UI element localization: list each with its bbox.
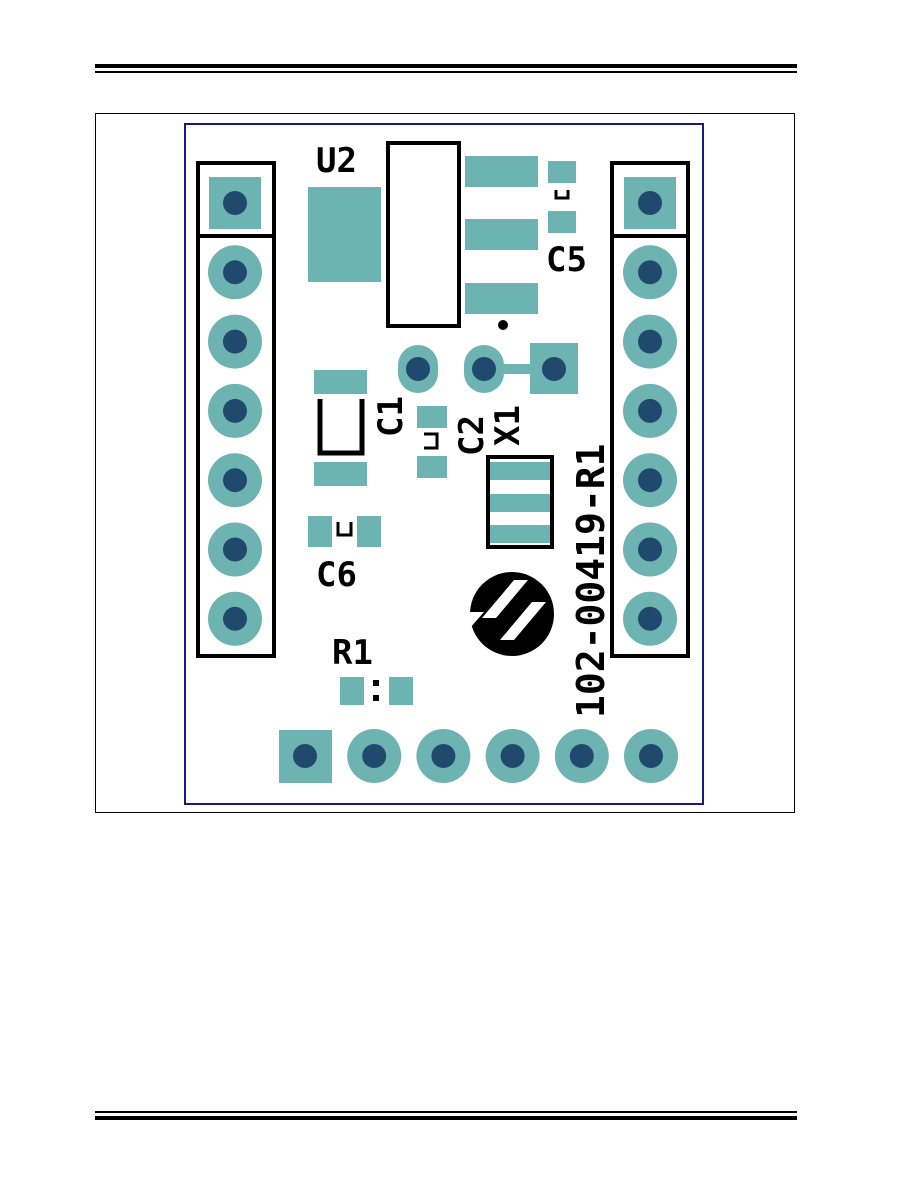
part-number-label: 102-00419-R1 <box>569 443 613 718</box>
c5-component: C5 <box>546 161 587 280</box>
c1-silk-bracket <box>317 399 365 456</box>
left-pin-4-drill <box>223 398 247 423</box>
bottom-rule-thin <box>95 1111 797 1113</box>
right-pin-1-drill <box>638 191 662 215</box>
bottom-header <box>279 729 678 783</box>
left-pin-5-drill <box>223 468 247 493</box>
right-pin-5-drill <box>638 468 662 493</box>
c2-component: C2 <box>417 406 492 478</box>
x1-smd: X1 <box>486 405 554 549</box>
bottom-pin-3-drill <box>431 744 456 768</box>
x1-drill-1 <box>406 357 430 381</box>
right-pin-2-drill <box>638 260 662 285</box>
bottom-pin-4-drill <box>500 744 525 768</box>
x1-through-hole <box>398 343 578 394</box>
c5-label: C5 <box>546 240 587 280</box>
left-pin-1-drill <box>223 191 247 215</box>
figure-frame <box>95 113 795 813</box>
left-header-outline <box>196 161 276 658</box>
bottom-pin-1-drill <box>293 744 317 768</box>
left-pin-3-drill <box>223 329 247 354</box>
right-header <box>610 161 690 658</box>
right-pin-7-drill <box>638 606 662 631</box>
right-pin-6-drill <box>638 537 662 562</box>
c1-component: C1 <box>314 370 411 486</box>
microchip-logo <box>470 572 554 656</box>
c2-label: C2 <box>452 415 492 456</box>
top-rule-thin <box>95 71 797 73</box>
x1-pad-2 <box>490 494 550 512</box>
r1-pad-right <box>389 677 413 705</box>
c6-pad-right <box>357 516 381 547</box>
u2-pad-1 <box>465 156 538 187</box>
x1-pad-1 <box>490 462 550 480</box>
c1-label: C1 <box>371 396 411 437</box>
left-pin-6-drill <box>223 537 247 562</box>
u2-body-outline <box>386 141 461 328</box>
x1-trace <box>496 364 540 374</box>
c6-component: C6 <box>308 516 381 595</box>
c6-pad-left <box>308 516 332 547</box>
r1-component: R1 <box>332 633 413 705</box>
r1-pad-left <box>340 677 364 705</box>
x1-drill-3 <box>542 357 566 381</box>
u2-pad-3 <box>465 283 538 314</box>
x1-body-outline <box>486 455 554 549</box>
left-header <box>196 161 276 658</box>
u2-large-pad <box>308 187 381 282</box>
right-pin-3-drill <box>638 329 662 354</box>
u2-pin1-dot <box>498 320 508 330</box>
x1-label: X1 <box>488 405 528 446</box>
u2-component: U2 <box>308 141 538 330</box>
bottom-rule-thick <box>95 1116 797 1120</box>
c1-pad-bottom <box>314 462 367 486</box>
right-header-outline <box>610 161 690 658</box>
board-outline <box>184 123 704 805</box>
x1-drill-2 <box>472 357 496 381</box>
right-pin-4-drill <box>638 398 662 423</box>
bottom-pin-6-drill <box>639 744 663 768</box>
c5-pad-bottom <box>548 211 576 233</box>
top-rule-thick <box>95 64 797 68</box>
r1-silk-dot-bottom <box>373 695 379 701</box>
c2-silk-mark <box>424 432 439 450</box>
c6-silk-mark <box>336 522 353 537</box>
x1-pad-3 <box>490 525 550 543</box>
c5-silk-mark <box>554 190 570 200</box>
left-pin-2-drill <box>223 260 247 285</box>
c5-pad-top <box>548 161 576 183</box>
c2-pad-bottom <box>417 456 447 478</box>
u2-label: U2 <box>316 141 357 181</box>
bottom-pin-2-drill <box>362 744 387 768</box>
r1-label: R1 <box>332 633 373 673</box>
left-pin-7-drill <box>223 606 247 631</box>
bottom-pin-5-drill <box>569 744 594 768</box>
u2-pad-2 <box>465 219 538 250</box>
c6-label: C6 <box>316 555 357 595</box>
c2-pad-top <box>417 406 447 428</box>
c1-pad-top <box>314 370 367 394</box>
r1-silk-dot-top <box>373 680 379 686</box>
